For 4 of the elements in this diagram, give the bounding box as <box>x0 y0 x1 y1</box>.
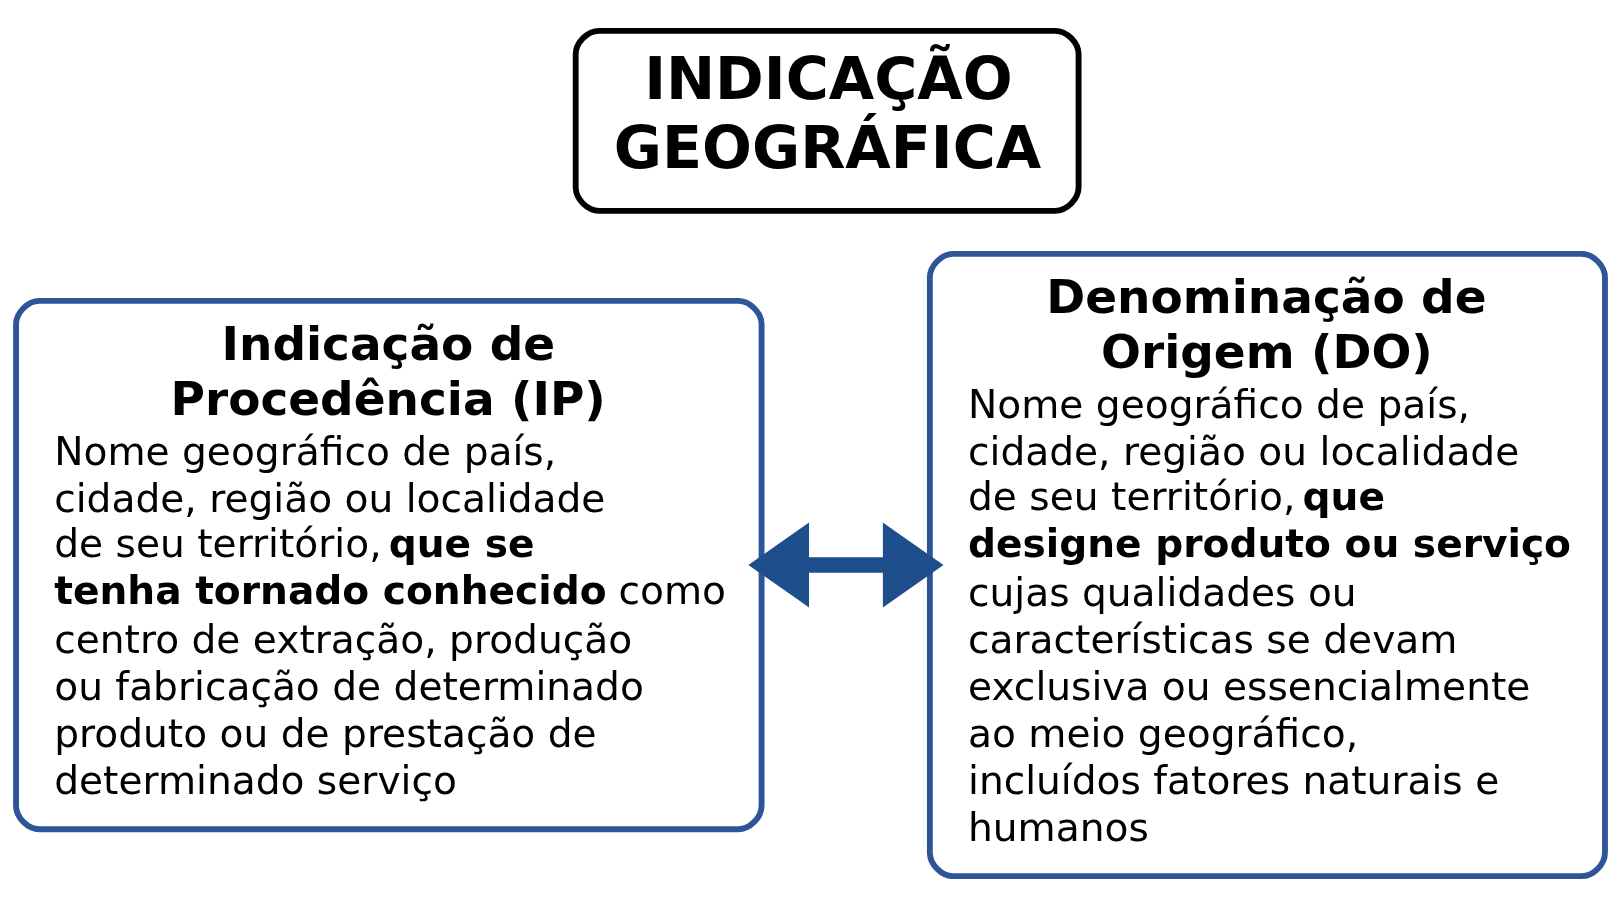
node-box: Denominação de Origem (DO) Nome geográfico de país, cidade, região ou localidade de seu território, que designe produto ou serviço cujas qualidades ou características se devam exclusiva ou essencialmente ao meio geográfico, incluídos fatores naturais e humanos <box>926 250 1608 880</box>
arrow <box>748 522 944 608</box>
node-box: Indicação de Procedência (IP) Nome geográfico de país, cidade, região ou localidade de seu território, que se tenha tornado conhecido como centro de extração, produção ou fabricação de determinado produto ou de prestação de determinado serviço <box>13 297 765 833</box>
node-box: INDICAÇÃO GEOGRÁFICA <box>572 27 1082 214</box>
